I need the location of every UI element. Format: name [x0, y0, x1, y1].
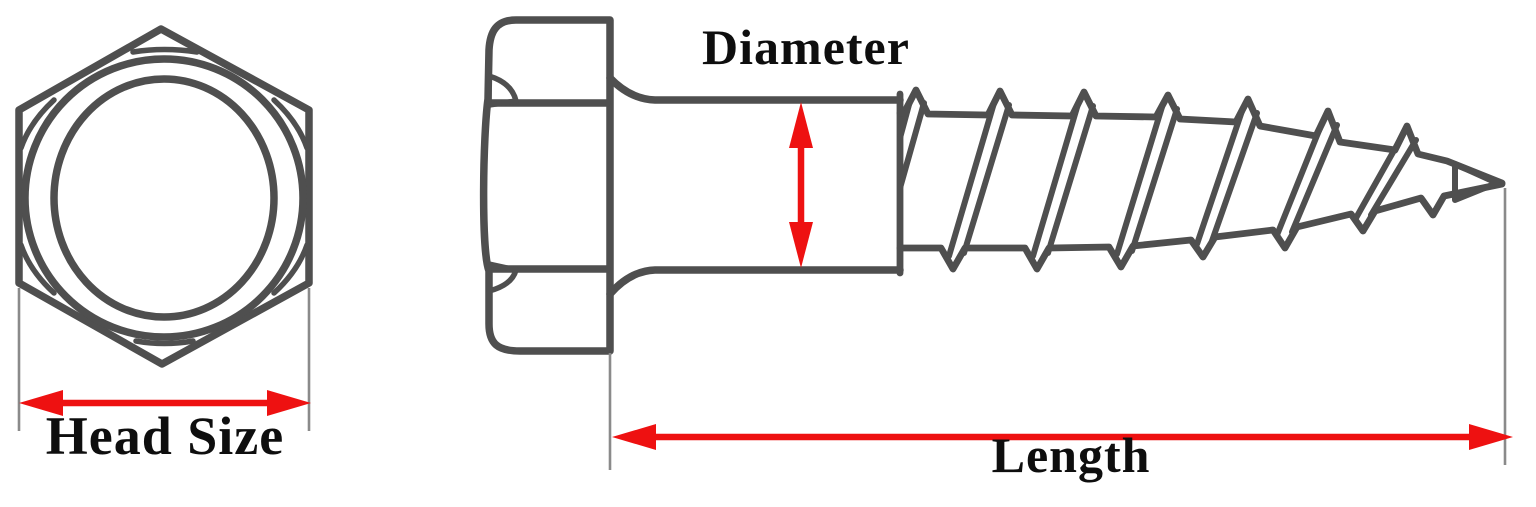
thread-flank-line	[1114, 104, 1165, 257]
head-inner-circle	[50, 75, 278, 321]
thread-flanks	[897, 98, 1419, 259]
thread-flank-line	[897, 100, 927, 191]
head-size-arrow	[19, 390, 311, 416]
thread-flank-line	[897, 98, 913, 141]
thread-flank-line	[961, 102, 1012, 256]
length-arrow	[612, 424, 1513, 450]
chamfer-chord-bottom	[133, 338, 196, 347]
thread-flank-line	[1368, 137, 1419, 218]
chamfer-chord-lower-left	[18, 242, 57, 296]
head-outer-circle	[21, 55, 307, 341]
head-size-label: Head Size	[45, 406, 285, 466]
head-chamfer-arc-lower	[486, 261, 519, 294]
length-label: Length	[991, 427, 1151, 483]
diameter-arrow	[789, 102, 813, 268]
tip-triangle	[1452, 161, 1500, 203]
bolt-side-view	[479, 16, 1513, 470]
diameter-arrowhead-top	[789, 102, 813, 148]
thread-flank-line	[1289, 122, 1340, 235]
chamfer-chord-upper-left	[18, 97, 57, 151]
thread-flank-line	[946, 100, 997, 259]
hexagon-outline	[15, 25, 313, 368]
thread-flank-line	[1045, 103, 1096, 256]
hex-head-front-view	[15, 25, 313, 431]
shank-top-line	[606, 74, 904, 104]
chamfer-chord-lower-right	[271, 242, 310, 296]
shank-bottom-line	[606, 266, 904, 298]
thread-flank-line	[1030, 101, 1081, 259]
thread-flank-line	[1353, 135, 1404, 221]
length-arrowhead-right	[1469, 424, 1513, 450]
thread-flank-line	[1274, 120, 1325, 238]
head-size-arrowhead-right	[267, 390, 311, 416]
thread-flank-line	[1209, 110, 1260, 244]
thread-flank-line	[1129, 106, 1180, 254]
head-chamfer-arc-upper	[486, 73, 519, 108]
diameter-label: Diameter	[702, 19, 910, 75]
bolt-head-outline	[479, 16, 614, 355]
thread-flank-line	[1194, 108, 1245, 247]
thread-bottom-profile	[896, 180, 1506, 273]
chamfer-chord-top	[130, 46, 200, 55]
chamfer-chord-upper-right	[271, 97, 310, 151]
diameter-arrowhead-bottom	[789, 222, 813, 268]
length-arrowhead-left	[612, 424, 656, 450]
head-size-arrowhead-left	[19, 390, 63, 416]
